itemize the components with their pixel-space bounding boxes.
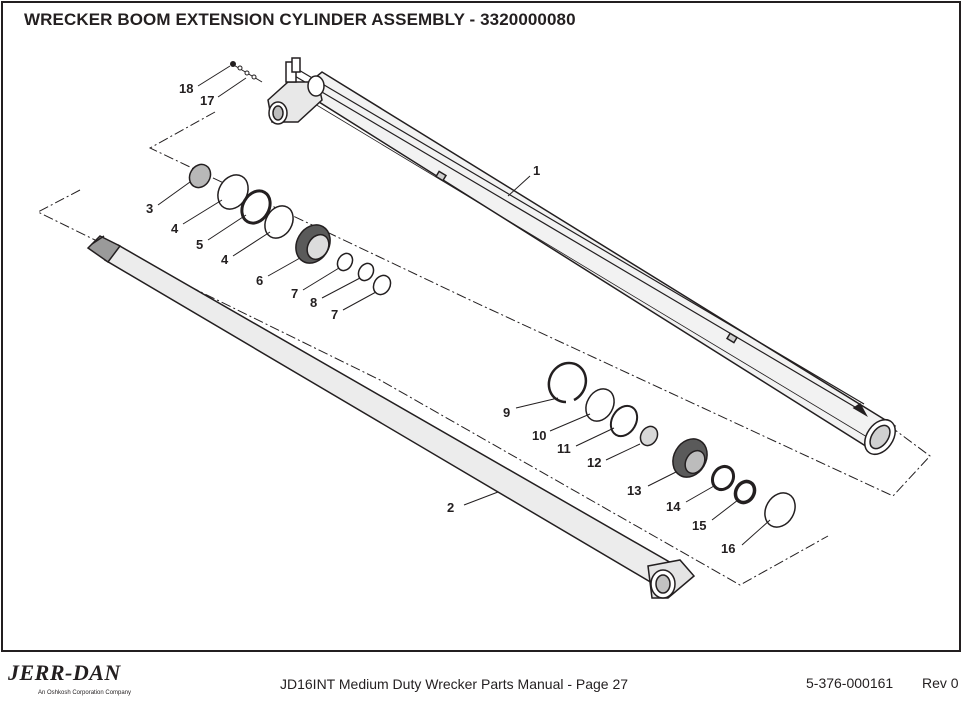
- fitting-parts: [230, 61, 263, 83]
- part-7-oring-b: [372, 274, 392, 296]
- callout-14: 14: [666, 499, 681, 514]
- manual-page-label: JD16INT Medium Duty Wrecker Parts Manual…: [280, 676, 629, 692]
- leader-lines: [157, 65, 771, 546]
- part-14-seal: [710, 464, 736, 492]
- part-9-snap-ring: [547, 361, 588, 404]
- callout-18: 18: [179, 81, 193, 96]
- callout-5: 5: [196, 237, 203, 252]
- barrel-centerline-box: [148, 111, 931, 497]
- part-11-ring: [609, 404, 639, 438]
- part-3-nut: [188, 163, 212, 189]
- callout-10: 10: [532, 428, 546, 443]
- diagram-frame: [1, 1, 961, 652]
- callout-7b: 7: [331, 307, 338, 322]
- part-5-seal: [240, 189, 272, 225]
- callout-6: 6: [256, 273, 263, 288]
- callout-4b: 4: [221, 252, 229, 267]
- callout-8: 8: [310, 295, 317, 310]
- rod-centerline-box: [36, 189, 829, 586]
- callout-7a: 7: [291, 286, 298, 301]
- document-number: 5-376-000161: [806, 675, 894, 691]
- callout-2: 2: [447, 500, 454, 515]
- piston-rod: [86, 235, 696, 599]
- gland-parts: [188, 163, 392, 296]
- barrel-tube: [287, 65, 897, 456]
- part-15-oring: [733, 479, 757, 505]
- page-title: WRECKER BOOM EXTENSION CYLINDER ASSEMBLY…: [24, 10, 576, 29]
- centerline-boxes: [36, 111, 931, 586]
- callout-16: 16: [721, 541, 735, 556]
- callout-17: 17: [200, 93, 214, 108]
- callout-13: 13: [627, 483, 641, 498]
- brand-logo: JERR-DAN: [8, 660, 121, 685]
- callout-3: 3: [146, 201, 153, 216]
- revision-label: Rev 0: [922, 675, 959, 691]
- callout-labels: 1 2 3 4 5 4 6 7 8 7 9 10 11 12 13 14 15 …: [146, 81, 735, 556]
- callout-9: 9: [503, 405, 510, 420]
- piston-parts: [547, 361, 796, 528]
- callout-12: 12: [587, 455, 601, 470]
- brand-tagline: An Oshkosh Corporation Company: [38, 690, 132, 696]
- part-4-ring-b: [264, 205, 294, 239]
- callout-11: 11: [557, 441, 571, 456]
- barrel-end-clevis: [267, 57, 325, 125]
- part-16-ring: [764, 492, 796, 528]
- part-10-ring: [585, 388, 615, 422]
- part-12-spacer: [639, 425, 659, 447]
- callout-15: 15: [692, 518, 706, 533]
- callout-4a: 4: [171, 221, 179, 236]
- part-8-backup: [357, 262, 375, 282]
- callout-1: 1: [533, 163, 540, 178]
- part-7-oring-a: [336, 252, 354, 272]
